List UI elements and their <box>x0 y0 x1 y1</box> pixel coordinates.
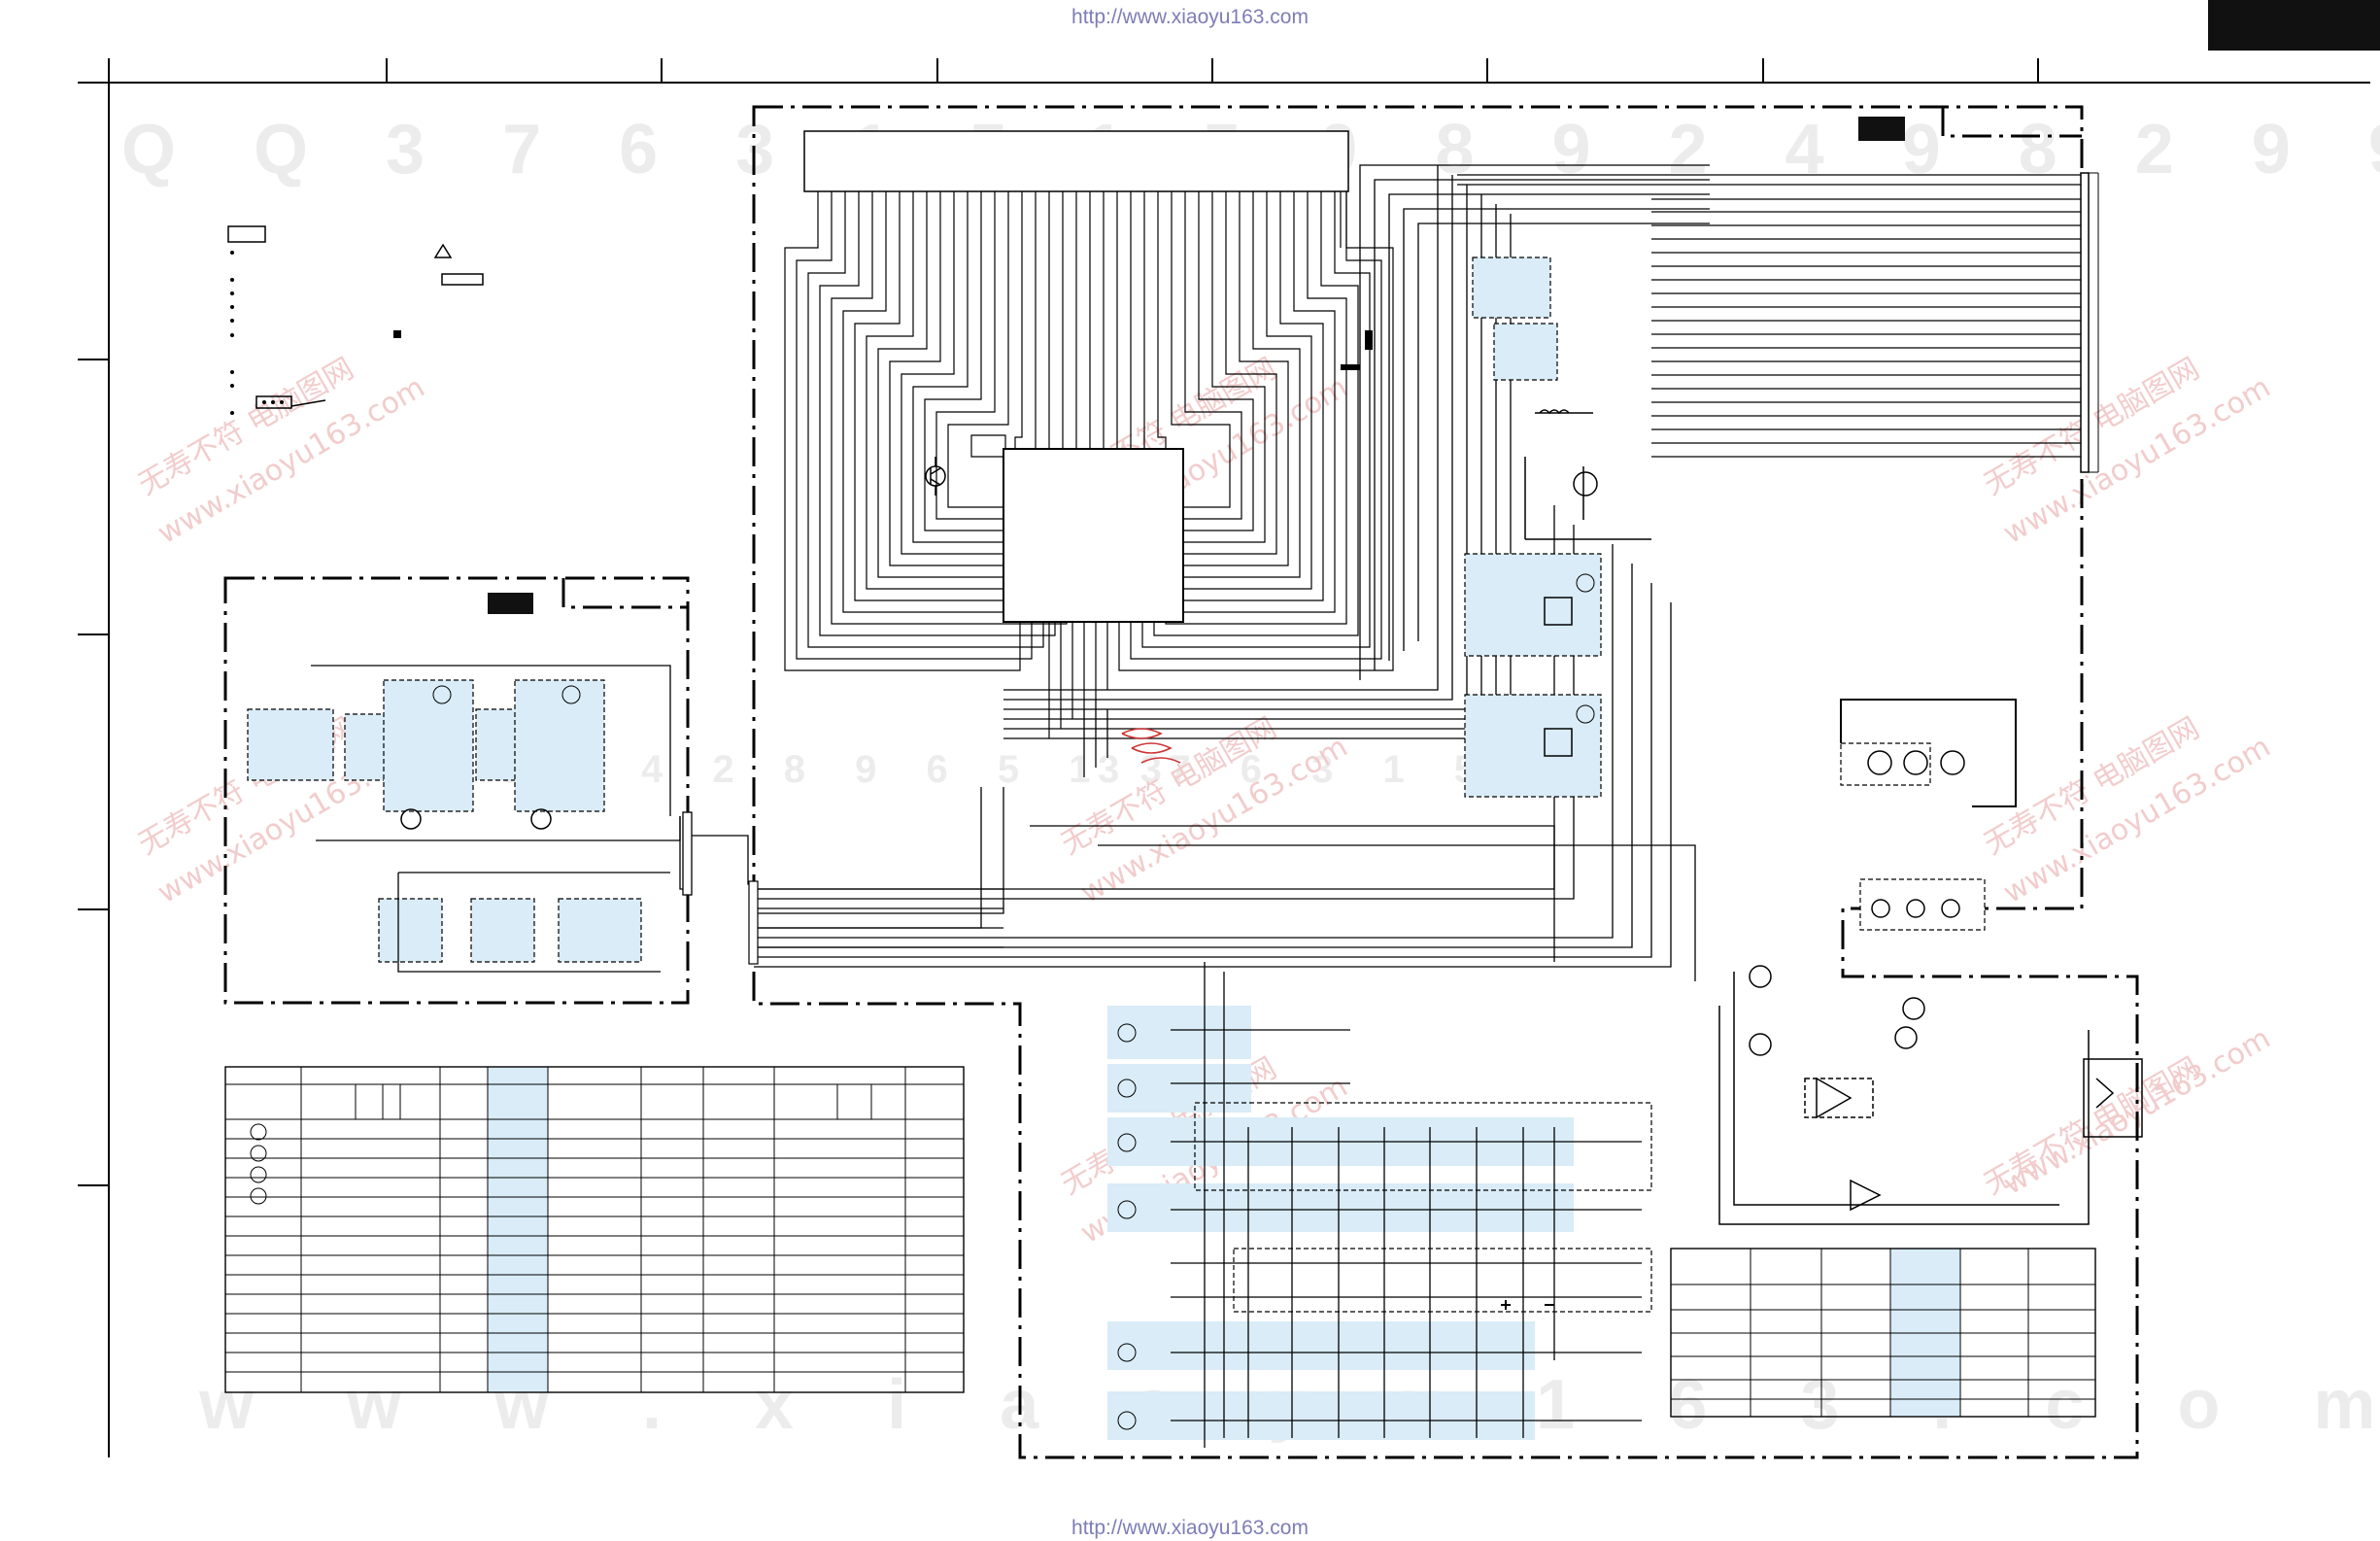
ic-bus-wires <box>784 191 1394 738</box>
voltage-table-right-grid <box>1671 1249 2095 1417</box>
right-edge-connector <box>2080 172 2099 473</box>
regulator-transistor <box>1524 409 1651 540</box>
left-board-tag <box>488 593 533 614</box>
right-connector-leads <box>1457 174 2081 458</box>
page-corner-tab <box>2208 0 2380 51</box>
key-matrix-wires <box>1171 962 1642 1448</box>
left-board-content <box>247 679 642 963</box>
transistor-symbol <box>925 457 946 496</box>
voltage-table-left-grid <box>225 1067 964 1392</box>
switch-cluster-top <box>1464 257 1602 798</box>
inter-board-wires <box>758 888 1003 948</box>
main-board-outline <box>752 105 2139 1459</box>
red-annotation <box>1121 728 1181 764</box>
amp-section <box>1718 965 2143 1225</box>
page-url-bottom[interactable]: http://www.xiaoyu163.com <box>1071 1517 1309 1539</box>
voltage-table-left <box>224 1066 965 1393</box>
page-url-top[interactable]: http://www.xiaoyu163.com <box>1071 6 1309 28</box>
key-matrix <box>1107 1006 1652 1440</box>
sheet-frame <box>78 58 2370 1457</box>
inter-board-connector <box>748 880 759 965</box>
left-board-outline <box>223 576 690 1005</box>
cpu-ic-chip <box>1003 448 1184 623</box>
component-marks <box>1341 330 1554 1310</box>
left-board-wires <box>311 665 754 973</box>
legend-area <box>227 225 484 409</box>
jack-section <box>1840 699 2017 931</box>
board-label-tag <box>1858 117 1905 141</box>
legend-dots <box>230 251 401 415</box>
top-connector-block <box>803 130 1349 192</box>
